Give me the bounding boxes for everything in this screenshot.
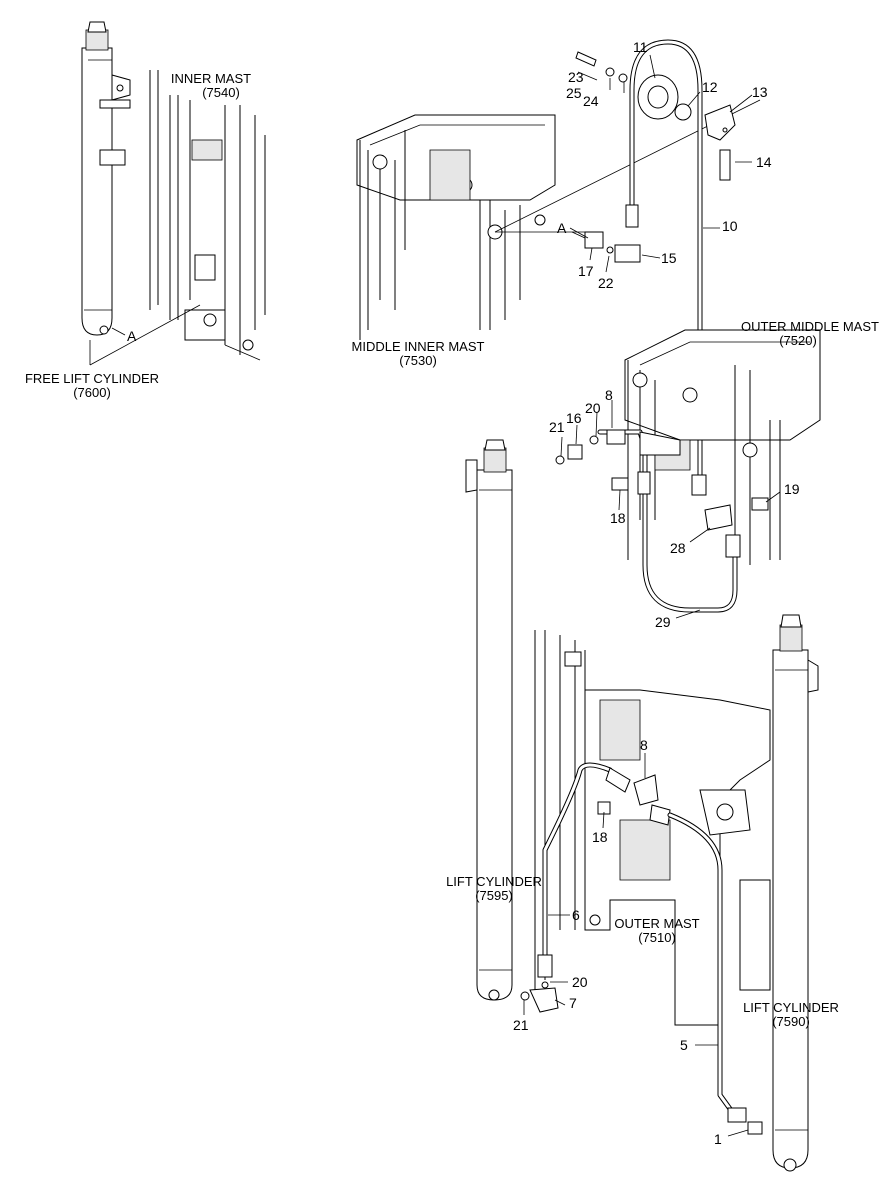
lift-cylinder-left-label: LIFT CYLINDER: [446, 874, 542, 889]
outer-middle-mast: [624, 329, 821, 565]
reference-a-right: A: [557, 220, 567, 236]
middle-inner-mast: [356, 114, 556, 340]
free-lift-cylinder: [81, 21, 131, 336]
callout-23: 21: [549, 419, 565, 435]
free-lift-cylinder-code: (7600): [73, 385, 111, 400]
lift-cylinder-left-code: (7595): [475, 888, 513, 903]
callout-6: 6: [572, 907, 580, 923]
callout-24: 22: [598, 275, 614, 291]
callout-20: 20: [572, 974, 588, 990]
callout-21: 21: [513, 1017, 529, 1033]
middle-inner-mast-label: MIDDLE INNER MAST: [352, 339, 485, 354]
callout-14: 14: [756, 154, 772, 170]
callout-9: 8: [605, 387, 613, 403]
callout-26: 24: [583, 93, 599, 109]
middle-inner-mast-code: (7530): [399, 353, 437, 368]
lift-cylinder-right-label: LIFT CYLINDER: [743, 1000, 839, 1015]
outer-middle-mast-code: (7520): [779, 333, 817, 348]
callout-5: 5: [680, 1037, 688, 1053]
callout-10: 10: [722, 218, 738, 234]
leader-lines: [111, 54, 781, 1137]
lift-cylinder-left: [465, 439, 513, 1001]
callout-25: 23: [568, 69, 584, 85]
callout-11: 11: [633, 39, 648, 55]
outer-mast-code: (7510): [638, 930, 676, 945]
callout-15: 15: [661, 250, 677, 266]
inner-mast: [149, 70, 266, 361]
callout-16: 16: [566, 410, 582, 426]
free-lift-cylinder-label: FREE LIFT CYLINDER: [25, 371, 159, 386]
callout-27: 25: [566, 85, 582, 101]
callout-18-lower: 18: [592, 829, 608, 845]
sheave-assembly: [575, 51, 736, 181]
callout-22: 20: [585, 400, 601, 416]
callout-18-upper: 18: [610, 510, 626, 526]
reference-a-left: A: [127, 328, 137, 344]
callout-29: 29: [655, 614, 671, 630]
lift-cylinder-right: [772, 614, 819, 1172]
callout-8: 8: [640, 737, 648, 753]
callout-1: 1: [714, 1131, 722, 1147]
inner-mast-label: INNER MAST: [171, 71, 251, 86]
outer-middle-mast-label: OUTER MIDDLE MAST: [741, 319, 879, 334]
lift-cylinder-right-code: (7590): [772, 1014, 810, 1029]
callout-13: 13: [752, 84, 768, 100]
outer-mast-label: OUTER MAST: [614, 916, 699, 931]
outer-mast: [534, 630, 771, 1026]
callout-19: 19: [784, 481, 800, 497]
callout-17: 17: [578, 263, 594, 279]
inner-mast-code: (7540): [202, 85, 240, 100]
callout-7: 7: [569, 995, 577, 1011]
callout-28: 28: [670, 540, 686, 556]
callout-12: 12: [702, 79, 718, 95]
